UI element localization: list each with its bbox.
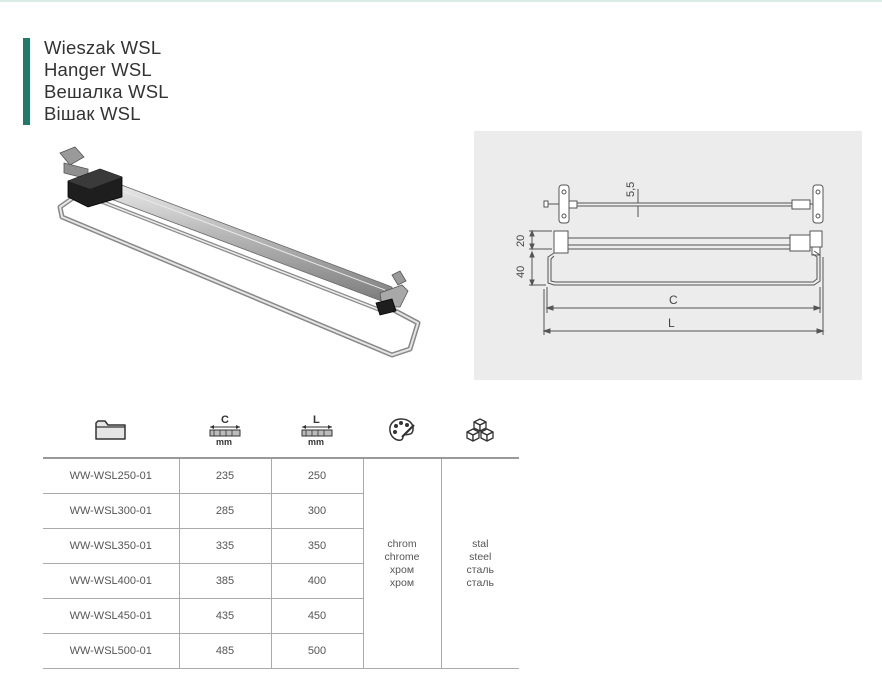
cell-code: WW-WSL300-01: [43, 493, 180, 529]
title-ru: Вешалка WSL: [44, 81, 169, 102]
table-row: WW-WSL300-01 285 300: [43, 493, 519, 529]
dimension-l-icon: L mm: [301, 414, 333, 447]
cell-c: 485: [179, 633, 272, 669]
color-ru: хром: [389, 563, 415, 576]
table-row: WW-WSL450-01 435 450: [43, 598, 519, 634]
table-row: WW-WSL350-01 335 350: [43, 528, 519, 564]
cell-code: WW-WSL350-01: [43, 528, 180, 564]
dim-c-label: C: [669, 293, 678, 307]
cell-l: 400: [271, 563, 364, 599]
dim-rail-label: 5,5: [625, 182, 637, 197]
color-ua: хром: [389, 576, 415, 589]
header-material: [441, 405, 519, 458]
header-c: C mm: [179, 405, 271, 458]
cell-l: 500: [271, 633, 364, 669]
drawing-svg: 5,5 20 40 C L: [515, 182, 825, 335]
material-cubes-icon: [466, 417, 494, 442]
product-photo: [57, 146, 421, 358]
cell-l: 250: [271, 457, 364, 494]
top-divider: [0, 0, 882, 2]
cell-l: 300: [271, 493, 364, 529]
technical-drawing: 5,5 20 40 C L: [474, 131, 862, 380]
header-l-unit: mm: [308, 437, 324, 447]
dim-height-top-label: 20: [515, 235, 527, 247]
dim-l-label: L: [668, 316, 675, 330]
cell-c: 285: [179, 493, 272, 529]
material-ru: сталь: [466, 563, 494, 576]
dimension-c-icon: C mm: [209, 414, 241, 447]
cell-material: stal steel сталь сталь: [441, 457, 519, 669]
header-l: L mm: [271, 405, 363, 458]
accent-bar: [23, 38, 30, 125]
table-header-row: C mm L: [43, 405, 519, 458]
color-palette-icon: [389, 417, 415, 441]
header-l-letter: L: [313, 414, 320, 426]
material-ua: сталь: [466, 576, 494, 589]
table-row: WW-WSL400-01 385 400: [43, 563, 519, 599]
cell-c: 235: [179, 457, 272, 494]
header-code: [43, 405, 179, 458]
header-c-letter: C: [221, 414, 229, 426]
product-titles: Wieszak WSL Hanger WSL Вешалка WSL Вішак…: [44, 37, 169, 125]
title-en: Hanger WSL: [44, 59, 152, 80]
spec-table: C mm L: [43, 405, 519, 669]
header-c-unit: mm: [216, 437, 232, 447]
cell-code: WW-WSL250-01: [43, 457, 180, 494]
title-pl: Wieszak WSL: [44, 37, 162, 58]
cell-c: 335: [179, 528, 272, 564]
cell-color: chrom chrome хром хром: [363, 457, 442, 669]
title-ua: Вішак WSL: [44, 103, 141, 124]
color-pl: chrom: [387, 537, 417, 550]
cell-l: 450: [271, 598, 364, 634]
material-pl: stal: [472, 537, 489, 550]
cell-code: WW-WSL400-01: [43, 563, 180, 599]
cell-l: 350: [271, 528, 364, 564]
table-row: WW-WSL250-01 235 250 chrom chrome хром х…: [43, 457, 519, 669]
cell-c: 435: [179, 598, 272, 634]
color-en: chrome: [384, 550, 420, 563]
cell-code: WW-WSL450-01: [43, 598, 180, 634]
cell-code: WW-WSL500-01: [43, 633, 180, 669]
table-row: WW-WSL500-01 485 500: [43, 633, 519, 669]
header-color: [363, 405, 441, 458]
cell-c: 385: [179, 563, 272, 599]
material-en: steel: [469, 550, 492, 563]
dim-height-total-label: 40: [515, 266, 527, 278]
folder-icon: [95, 419, 126, 440]
